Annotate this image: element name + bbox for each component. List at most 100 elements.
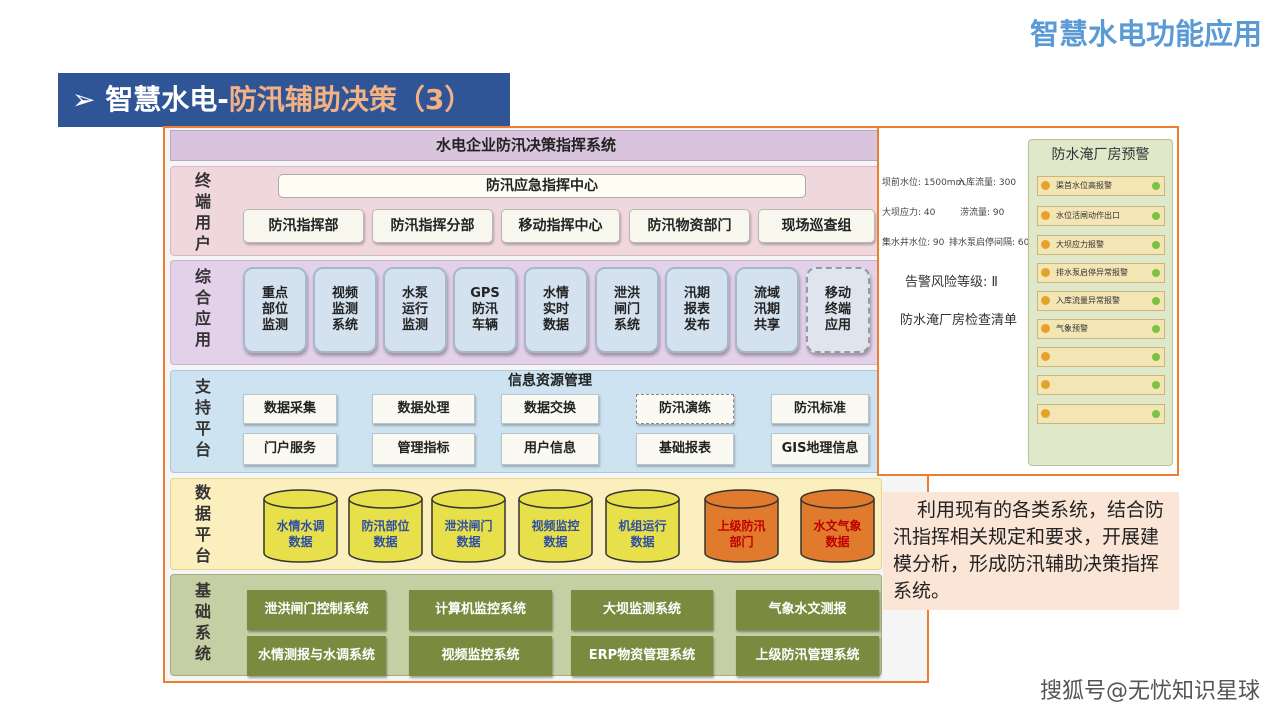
- base-system: 水情测报与水调系统: [247, 636, 386, 676]
- alert-dot-icon: [1041, 181, 1050, 190]
- database-cylinder-top: [800, 489, 875, 509]
- terminal-unit: 移动指挥中心: [501, 209, 620, 243]
- section-banner: ➢ 智慧水电-防汛辅助决策（3）: [58, 73, 510, 127]
- layer-label-data: 数据平台: [194, 483, 211, 565]
- base-system: 气象水文测报: [736, 590, 879, 630]
- warning-item: [1037, 404, 1165, 424]
- support-header: 信息资源管理: [508, 373, 592, 389]
- watermark: 搜狐号@无忧知识星球: [1039, 679, 1260, 704]
- description-box: 利用现有的各类系统，结合防汛指挥相关规定和要求，开展建模分析，形成防汛辅助决策指…: [883, 492, 1179, 610]
- command-center-box: 防汛应急指挥中心: [278, 174, 806, 198]
- reading-value: 排水泵启停间隔: 60: [949, 238, 1030, 248]
- layer-label-support: 支持平台: [194, 377, 211, 459]
- risk-level: 告警风险等级: Ⅱ: [905, 275, 998, 290]
- database-label: 视频监控数据: [531, 519, 580, 549]
- warning-item: 气象预警: [1037, 319, 1165, 339]
- database-label: 水情水调数据: [276, 519, 325, 549]
- description-text: 利用现有的各类系统，结合防汛指挥相关规定和要求，开展建模分析，形成防汛辅助决策指…: [893, 499, 1165, 602]
- support-item: 防汛标准: [771, 394, 869, 424]
- database-cylinder-top: [704, 489, 779, 509]
- reading-value: 大坝应力: 40: [882, 208, 936, 218]
- support-item: GIS地理信息: [771, 433, 869, 465]
- database-cylinder-body: [431, 499, 506, 563]
- database-cylinder-top: [518, 489, 593, 509]
- checklist-label: 防水淹厂房检查清单: [900, 313, 1018, 328]
- support-item: 管理指标: [372, 433, 475, 465]
- alert-dot-icon: [1041, 296, 1050, 305]
- status-dot-icon: [1152, 410, 1160, 418]
- database-cylinder-body: [518, 499, 593, 563]
- reading-value: 涝流量: 90: [960, 208, 1005, 218]
- database-label: 机组运行数据: [618, 519, 667, 549]
- warning-item: [1037, 375, 1165, 395]
- slide-corner-title: 智慧水电功能应用: [1029, 17, 1262, 51]
- status-dot-icon: [1152, 297, 1160, 305]
- status-dot-icon: [1152, 381, 1160, 389]
- alert-dot-icon: [1041, 409, 1050, 418]
- app-module: 水情实时数据: [524, 267, 588, 353]
- database-cylinders: [263, 489, 875, 563]
- database-label: 水文气象数据: [813, 519, 862, 549]
- status-dot-icon: [1152, 353, 1160, 361]
- banner-prefix: 智慧水电-: [105, 83, 229, 116]
- warning-item: 入库流量异常报警: [1037, 291, 1165, 311]
- database-label: 防汛部位数据: [361, 519, 410, 549]
- support-item: 基础报表: [636, 433, 734, 465]
- base-system: 计算机监控系统: [409, 590, 552, 630]
- layer-label-base: 基础系统: [194, 581, 211, 663]
- app-module: 汛期报表发布: [665, 267, 729, 353]
- reading-value: 集水井水位: 90: [882, 238, 945, 248]
- database-cylinder-top: [431, 489, 506, 509]
- warning-item: 水位活闸动作出口: [1037, 206, 1165, 226]
- reading-value: 坝前水位: 1500mm: [882, 178, 965, 188]
- terminal-unit: 防汛指挥分部: [372, 209, 493, 243]
- database-cylinder-body: [704, 499, 779, 563]
- terminal-unit: 现场巡查组: [758, 209, 875, 243]
- app-module-mobile: 移动终端应用: [806, 267, 870, 353]
- warning-board-title: 防水淹厂房预警: [1051, 147, 1150, 163]
- database-label: 泄洪闸门数据: [444, 519, 493, 549]
- alert-dot-icon: [1041, 380, 1050, 389]
- alert-dot-icon: [1041, 352, 1050, 361]
- database-cylinder-body: [263, 499, 338, 563]
- warning-item: [1037, 347, 1165, 367]
- support-item: 门户服务: [243, 433, 337, 465]
- warning-item: 渠首水位高报警: [1037, 176, 1165, 196]
- base-system: 上级防汛管理系统: [736, 636, 879, 676]
- database-cylinder-top: [348, 489, 423, 509]
- app-module: 水泵运行监测: [383, 267, 447, 353]
- reading-value: 入库流量: 300: [957, 178, 1017, 188]
- alert-dot-icon: [1041, 324, 1050, 333]
- alert-dot-icon: [1041, 211, 1050, 220]
- base-system: ERP物资管理系统: [571, 636, 713, 676]
- support-item: 数据交换: [501, 394, 599, 424]
- database-cylinder-top: [605, 489, 680, 509]
- status-dot-icon: [1152, 269, 1160, 277]
- support-item: 防汛演练: [636, 394, 734, 424]
- base-system: 视频监控系统: [409, 636, 552, 676]
- app-module: 流域汛期共享: [735, 267, 799, 353]
- terminal-unit: 防汛物资部门: [629, 209, 750, 243]
- status-dot-icon: [1152, 241, 1160, 249]
- app-module: 视频监测系统: [313, 267, 377, 353]
- support-item: 用户信息: [501, 433, 599, 465]
- status-dot-icon: [1152, 182, 1160, 190]
- layer-label-terminal: 终端用户: [194, 171, 211, 253]
- database-cylinder-body: [800, 499, 875, 563]
- diagram-title: 水电企业防汛决策指挥系统: [170, 130, 882, 161]
- terminal-unit: 防汛指挥部: [243, 209, 364, 243]
- database-cylinder-top: [263, 489, 338, 509]
- database-label: 上级防汛部门: [717, 519, 766, 549]
- base-system: 大坝监测系统: [571, 590, 713, 630]
- bullet-arrow-icon: ➢: [72, 83, 96, 116]
- banner-highlight: 防汛辅助决策（3）: [228, 83, 473, 116]
- app-module: 重点部位监测: [243, 267, 307, 353]
- alert-dot-icon: [1041, 240, 1050, 249]
- support-item: 数据采集: [243, 394, 337, 424]
- database-cylinder-body: [348, 499, 423, 563]
- database-cylinder-body: [605, 499, 680, 563]
- support-item: 数据处理: [372, 394, 475, 424]
- status-dot-icon: [1152, 325, 1160, 333]
- status-dot-icon: [1152, 212, 1160, 220]
